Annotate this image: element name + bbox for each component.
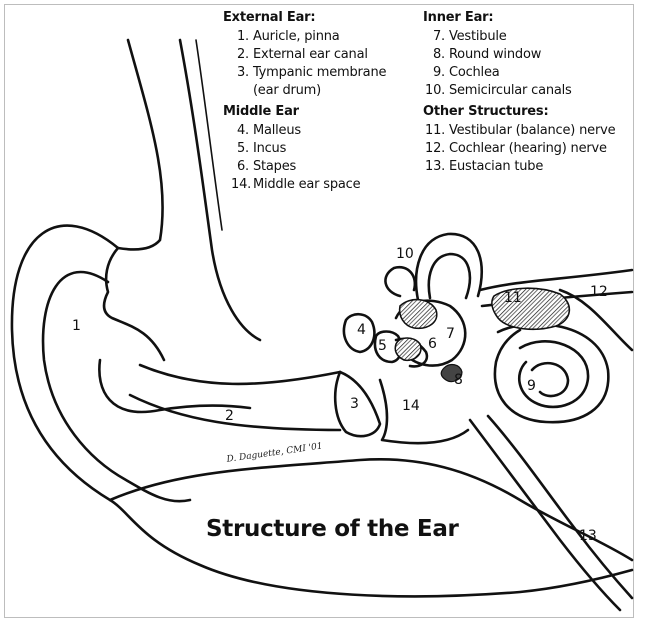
legend-heading-external: External Ear: [223, 10, 315, 25]
legend-heading-inner: Inner Ear: [423, 10, 493, 25]
nerve-bundle-top [480, 270, 632, 290]
callout-middle-ear-space: 14 [402, 398, 420, 414]
semicircular-canal-1 [416, 234, 482, 300]
legend-heading-other: Other Structures: [423, 104, 548, 119]
legend-item: 12. Cochlear (hearing) nerve [425, 141, 607, 156]
tragus [99, 360, 250, 412]
diagram-title: Structure of the Ear [206, 516, 459, 542]
legend-item: (ear drum) [231, 83, 321, 98]
legend-item: 3. Tympanic membrane [231, 65, 386, 80]
hatched-incus-region [395, 338, 421, 360]
legend-item: 11. Vestibular (balance) nerve [425, 123, 615, 138]
callout-semicircular-canals: 10 [396, 246, 414, 262]
callout-malleus: 4 [357, 322, 366, 338]
callout-vestibule: 7 [446, 326, 455, 342]
legend-item: 2. External ear canal [231, 47, 368, 62]
legend-item: 6. Stapes [231, 159, 296, 174]
semicircular-canal-2 [429, 254, 470, 298]
callout-auricle: 1 [72, 318, 81, 334]
hatched-ossicle-region [400, 300, 437, 329]
callout-round-window: 8 [454, 372, 463, 388]
skin-contour-outer [118, 40, 163, 250]
legend-item: 4. Malleus [231, 123, 301, 138]
callout-vestibular-nerve: 11 [504, 290, 522, 306]
semicircular-canal-3 [385, 267, 414, 296]
eustachian-tube-2 [488, 416, 632, 598]
canal-lower-skin [110, 459, 632, 560]
callout-cochlea: 9 [527, 378, 536, 394]
ear-canal-bottom [130, 395, 340, 430]
legend-item: 5. Incus [231, 141, 286, 156]
callout-eustachian-tube: 13 [579, 528, 597, 544]
callout-incus: 5 [378, 338, 387, 354]
callout-stapes: 6 [428, 336, 437, 352]
legend-item: 14. Middle ear space [231, 177, 360, 192]
pinna-inner-rim [43, 272, 190, 501]
callout-ear-canal: 2 [225, 408, 234, 424]
callout-tympanic-membrane: 3 [350, 396, 359, 412]
legend-item: 10. Semicircular canals [425, 83, 572, 98]
legend-item: 8. Round window [425, 47, 541, 62]
legend-heading-middle: Middle Ear [223, 104, 299, 119]
callout-cochlear-nerve: 12 [590, 284, 608, 300]
cochlea-mid [519, 341, 588, 407]
legend-item: 9. Cochlea [425, 65, 500, 80]
legend-item: 13. Eustacian tube [425, 159, 543, 174]
legend-item: 7. Vestibule [425, 29, 507, 44]
legend-item: 1. Auricle, pinna [231, 29, 340, 44]
concha [104, 248, 164, 360]
cochlea-inner [532, 363, 568, 396]
skin-contour-thin [196, 40, 222, 230]
ear-canal-top [140, 365, 340, 384]
middle-ear-space [380, 380, 468, 443]
